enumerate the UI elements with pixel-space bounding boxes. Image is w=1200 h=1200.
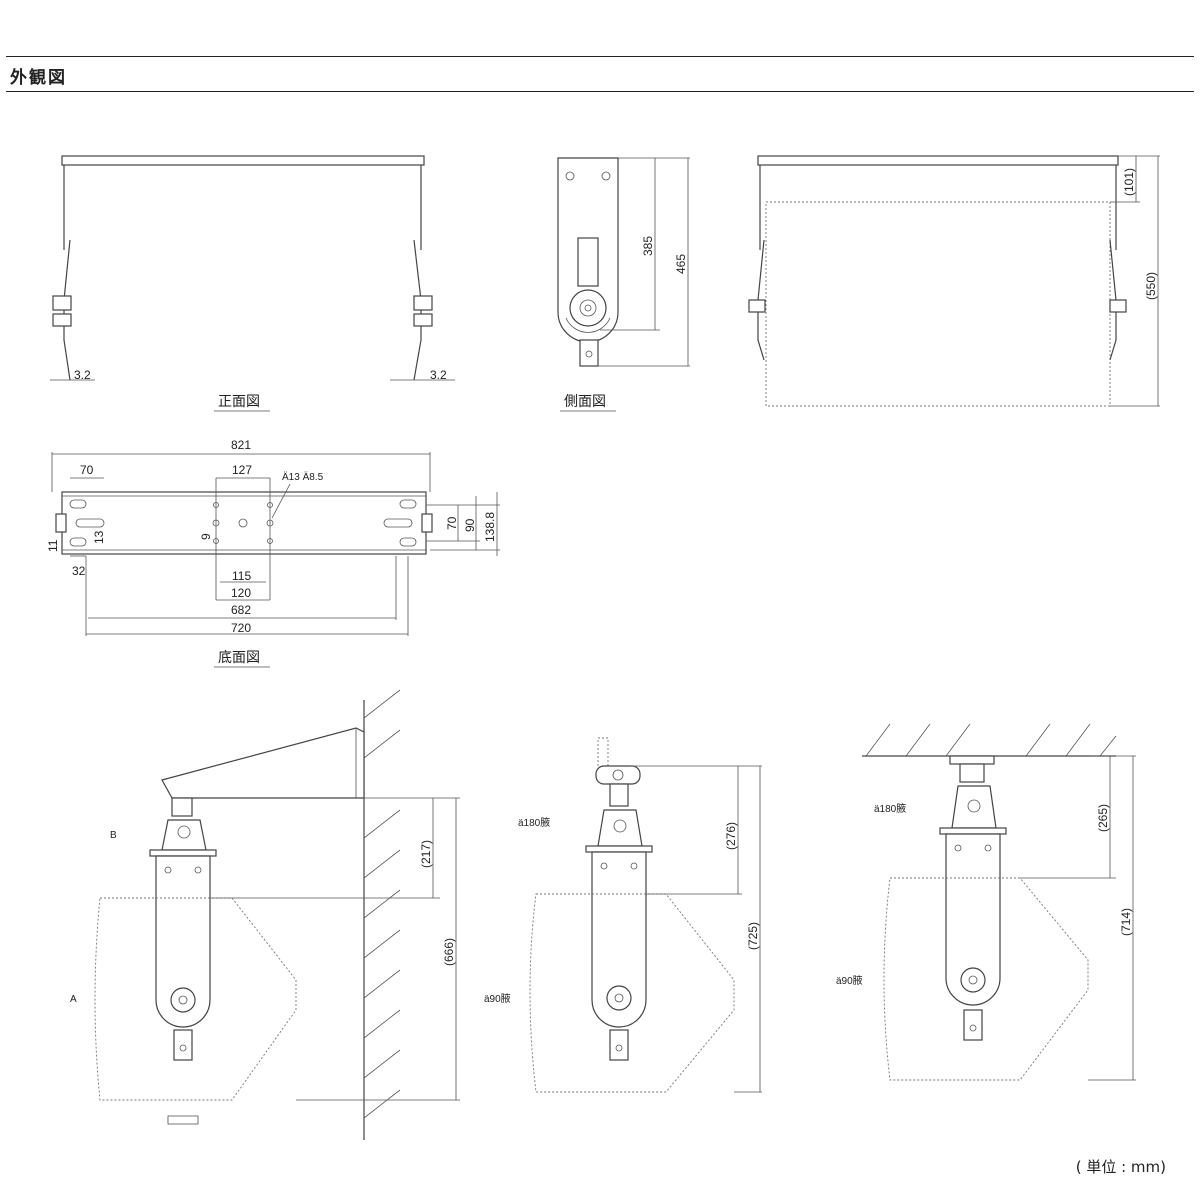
section-header: 外観図 [6, 56, 1194, 92]
unit-note: ( 単位 : mm) [1075, 1158, 1166, 1176]
dim-wall-217: (217) [419, 840, 433, 868]
label-pipe-90: ä90腋 [484, 992, 511, 1005]
mounted-front-view: (101) (550) [748, 155, 1160, 407]
bottom-view: 821 70 127 Ä13 Ä8.5 9 11 13 32 70 90 138… [46, 438, 500, 668]
pipe-mount-view: (276) (725) ä180腋 ä90腋 [484, 737, 762, 1093]
dim-front-right: 3.2 [430, 368, 447, 382]
front-view: 3.2 3.2 正面図 [50, 155, 455, 412]
label-wall-a: A [70, 994, 77, 1005]
dim-pipe-725: (725) [746, 922, 760, 950]
dim-side-385: 385 [641, 236, 655, 256]
wall-mount-view: (217) (666) B A [70, 689, 460, 1140]
dim-bottom-821: 821 [231, 438, 251, 452]
caption-front: 正面図 [218, 394, 260, 410]
side-view: 385 465 側面図 [557, 157, 690, 412]
dim-bottom-11: 11 [46, 539, 60, 552]
caption-side: 側面図 [564, 394, 606, 410]
dim-pipe-276: (276) [724, 822, 738, 850]
label-pipe-180: ä180腋 [518, 816, 550, 829]
label-ceiling-90: ä90腋 [836, 974, 863, 987]
dim-bottom-70b: 70 [445, 516, 459, 530]
dim-bottom-720: 720 [231, 621, 251, 635]
dim-bottom-9: 9 [199, 533, 213, 540]
dim-bottom-13: 13 [92, 530, 106, 544]
caption-bottom: 底面図 [218, 650, 260, 666]
ceiling-mount-view: (265) (714) ä180腋 ä90腋 [836, 723, 1136, 1081]
dim-front-left: 3.2 [74, 368, 91, 382]
dim-wall-666: (666) [442, 938, 456, 966]
dim-box-101: (101) [1122, 168, 1136, 196]
dim-bottom-682: 682 [231, 603, 251, 617]
dim-ceiling-714: (714) [1119, 908, 1133, 936]
section-title: 外観図 [10, 68, 67, 88]
dim-bottom-120: 120 [231, 586, 251, 600]
label-wall-b: B [110, 830, 117, 841]
dim-bottom-90: 90 [463, 518, 477, 532]
dim-box-550: (550) [1144, 272, 1158, 300]
dim-side-465: 465 [674, 254, 688, 274]
label-ceiling-180: ä180腋 [874, 802, 906, 815]
dim-bottom-holes: Ä13 Ä8.5 [282, 471, 324, 483]
dim-bottom-1388: 138.8 [483, 512, 497, 542]
dim-bottom-70a: 70 [80, 463, 94, 477]
dim-ceiling-265: (265) [1096, 804, 1110, 832]
dim-bottom-32: 32 [72, 564, 86, 578]
dim-bottom-127: 127 [232, 463, 252, 477]
dim-bottom-115: 115 [232, 569, 251, 583]
